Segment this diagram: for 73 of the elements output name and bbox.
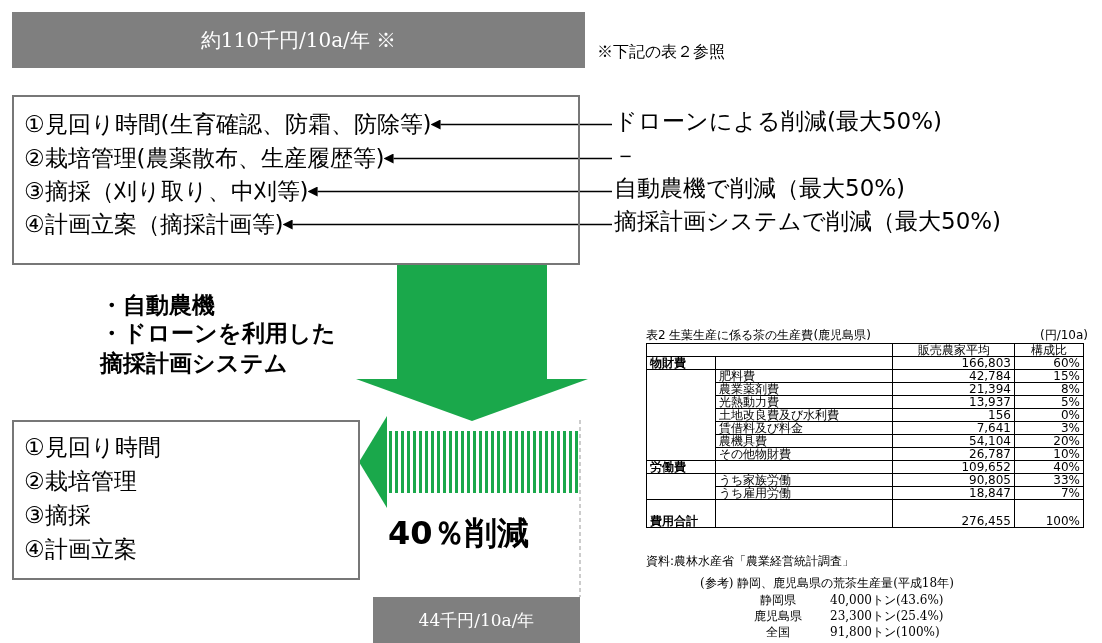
share-value: 100%: [1014, 499, 1084, 528]
row-label: 肥料費: [715, 369, 893, 383]
task-item: ③摘採: [24, 501, 92, 530]
share-value: 20%: [1014, 434, 1084, 448]
bullet-text: ・自動農機: [100, 291, 216, 320]
row-label: 物財費: [646, 356, 716, 370]
share-value: 60%: [1014, 356, 1084, 370]
column-header: 販売農家平均: [892, 343, 1015, 357]
amount-value: 7,641: [892, 421, 1015, 435]
share-value: 15%: [1014, 369, 1084, 383]
reduction-note: ドローンによる削減(最大50%): [614, 106, 943, 137]
row-label: 農機具費: [715, 434, 893, 448]
arrow: [356, 265, 588, 421]
amount-value: 54,104: [892, 434, 1015, 448]
column-header: 構成比: [1014, 343, 1084, 357]
amount-value: 90,805: [892, 473, 1015, 487]
task-item: ③摘採（刈り取り、中刈等): [24, 176, 309, 207]
bullet-text: ・ドローンを利用した摘採計画システム: [100, 319, 337, 378]
cost-banner: 44千円/10a/年: [373, 597, 580, 643]
reduction-note: 摘採計画システムで削減（最大50%): [614, 206, 1002, 237]
amount-value: 13,937: [892, 395, 1015, 409]
amount-value: 276,455: [892, 499, 1015, 528]
row-label: その他物財費: [715, 447, 893, 461]
share-value: 40%: [1014, 460, 1084, 474]
amount-value: 26,787: [892, 447, 1015, 461]
task-item: ①見回り時間(生育確認、防霜、防除等): [24, 109, 432, 140]
row-label: 費用合計: [646, 499, 716, 528]
amount-value: 21,394: [892, 382, 1015, 396]
source-note: 資料:農林水産省「農業経営統計調査」: [646, 553, 855, 570]
share-value: 8%: [1014, 382, 1084, 396]
cost-banner: 約110千円/10a/年 ※: [12, 12, 585, 68]
task-summary-box: [12, 420, 360, 580]
reference-heading: (参考) 静岡、鹿児島県の荒茶生産量(平成18年): [700, 575, 954, 592]
arrow: [430, 119, 613, 130]
amount-value: 109,652: [892, 460, 1015, 474]
share-value: 3%: [1014, 421, 1084, 435]
share-value: 7%: [1014, 486, 1084, 500]
share-value: 10%: [1014, 447, 1084, 461]
task-item: ②栽培管理: [24, 467, 138, 496]
production-value: 40,000トン(43.6%): [830, 592, 944, 609]
arrow: [282, 219, 613, 230]
amount-value: 166,803: [892, 356, 1015, 370]
task-item: ④計画立案（摘採計画等): [24, 209, 284, 240]
row-label: 労働費: [646, 460, 716, 474]
amount-value: 156: [892, 408, 1015, 422]
arrow: [383, 153, 613, 164]
production-value: 23,300トン(25.4%): [830, 608, 944, 625]
row-label: 賃借料及び料金: [715, 421, 893, 435]
amount-value: 18,847: [892, 486, 1015, 500]
task-list-box: [12, 95, 580, 265]
region-name: 静岡県: [758, 592, 797, 609]
arrow: [359, 416, 578, 508]
row-label: 土地改良費及び水利費: [715, 408, 893, 422]
arrow: [307, 186, 613, 197]
row-label: 光熱動力費: [715, 395, 893, 409]
region-name: 全国: [764, 624, 791, 641]
row-label: うち家族労働: [715, 473, 893, 487]
task-item: ④計画立案: [24, 535, 138, 564]
share-value: 33%: [1014, 473, 1084, 487]
reduction-note: 自動農機で削減（最大50%): [614, 173, 906, 204]
row-label: うち雇用労働: [715, 486, 893, 500]
note-text: ※下記の表２参照: [597, 42, 725, 63]
amount-value: 42,784: [892, 369, 1015, 383]
region-name: 鹿児島県: [752, 608, 803, 625]
table-title: 表2 生葉生産に係る茶の生産費(鹿児島県): [646, 327, 871, 344]
reduction-note: －: [614, 140, 637, 171]
task-item: ②栽培管理(農薬散布、生産履歴等): [24, 143, 385, 174]
share-value: 5%: [1014, 395, 1084, 409]
share-value: 0%: [1014, 408, 1084, 422]
production-value: 91,800トン(100%): [830, 624, 940, 641]
unit-text: (円/10a): [1040, 327, 1089, 344]
row-label: 農業薬剤費: [715, 382, 893, 396]
task-item: ①見回り時間: [24, 433, 162, 462]
